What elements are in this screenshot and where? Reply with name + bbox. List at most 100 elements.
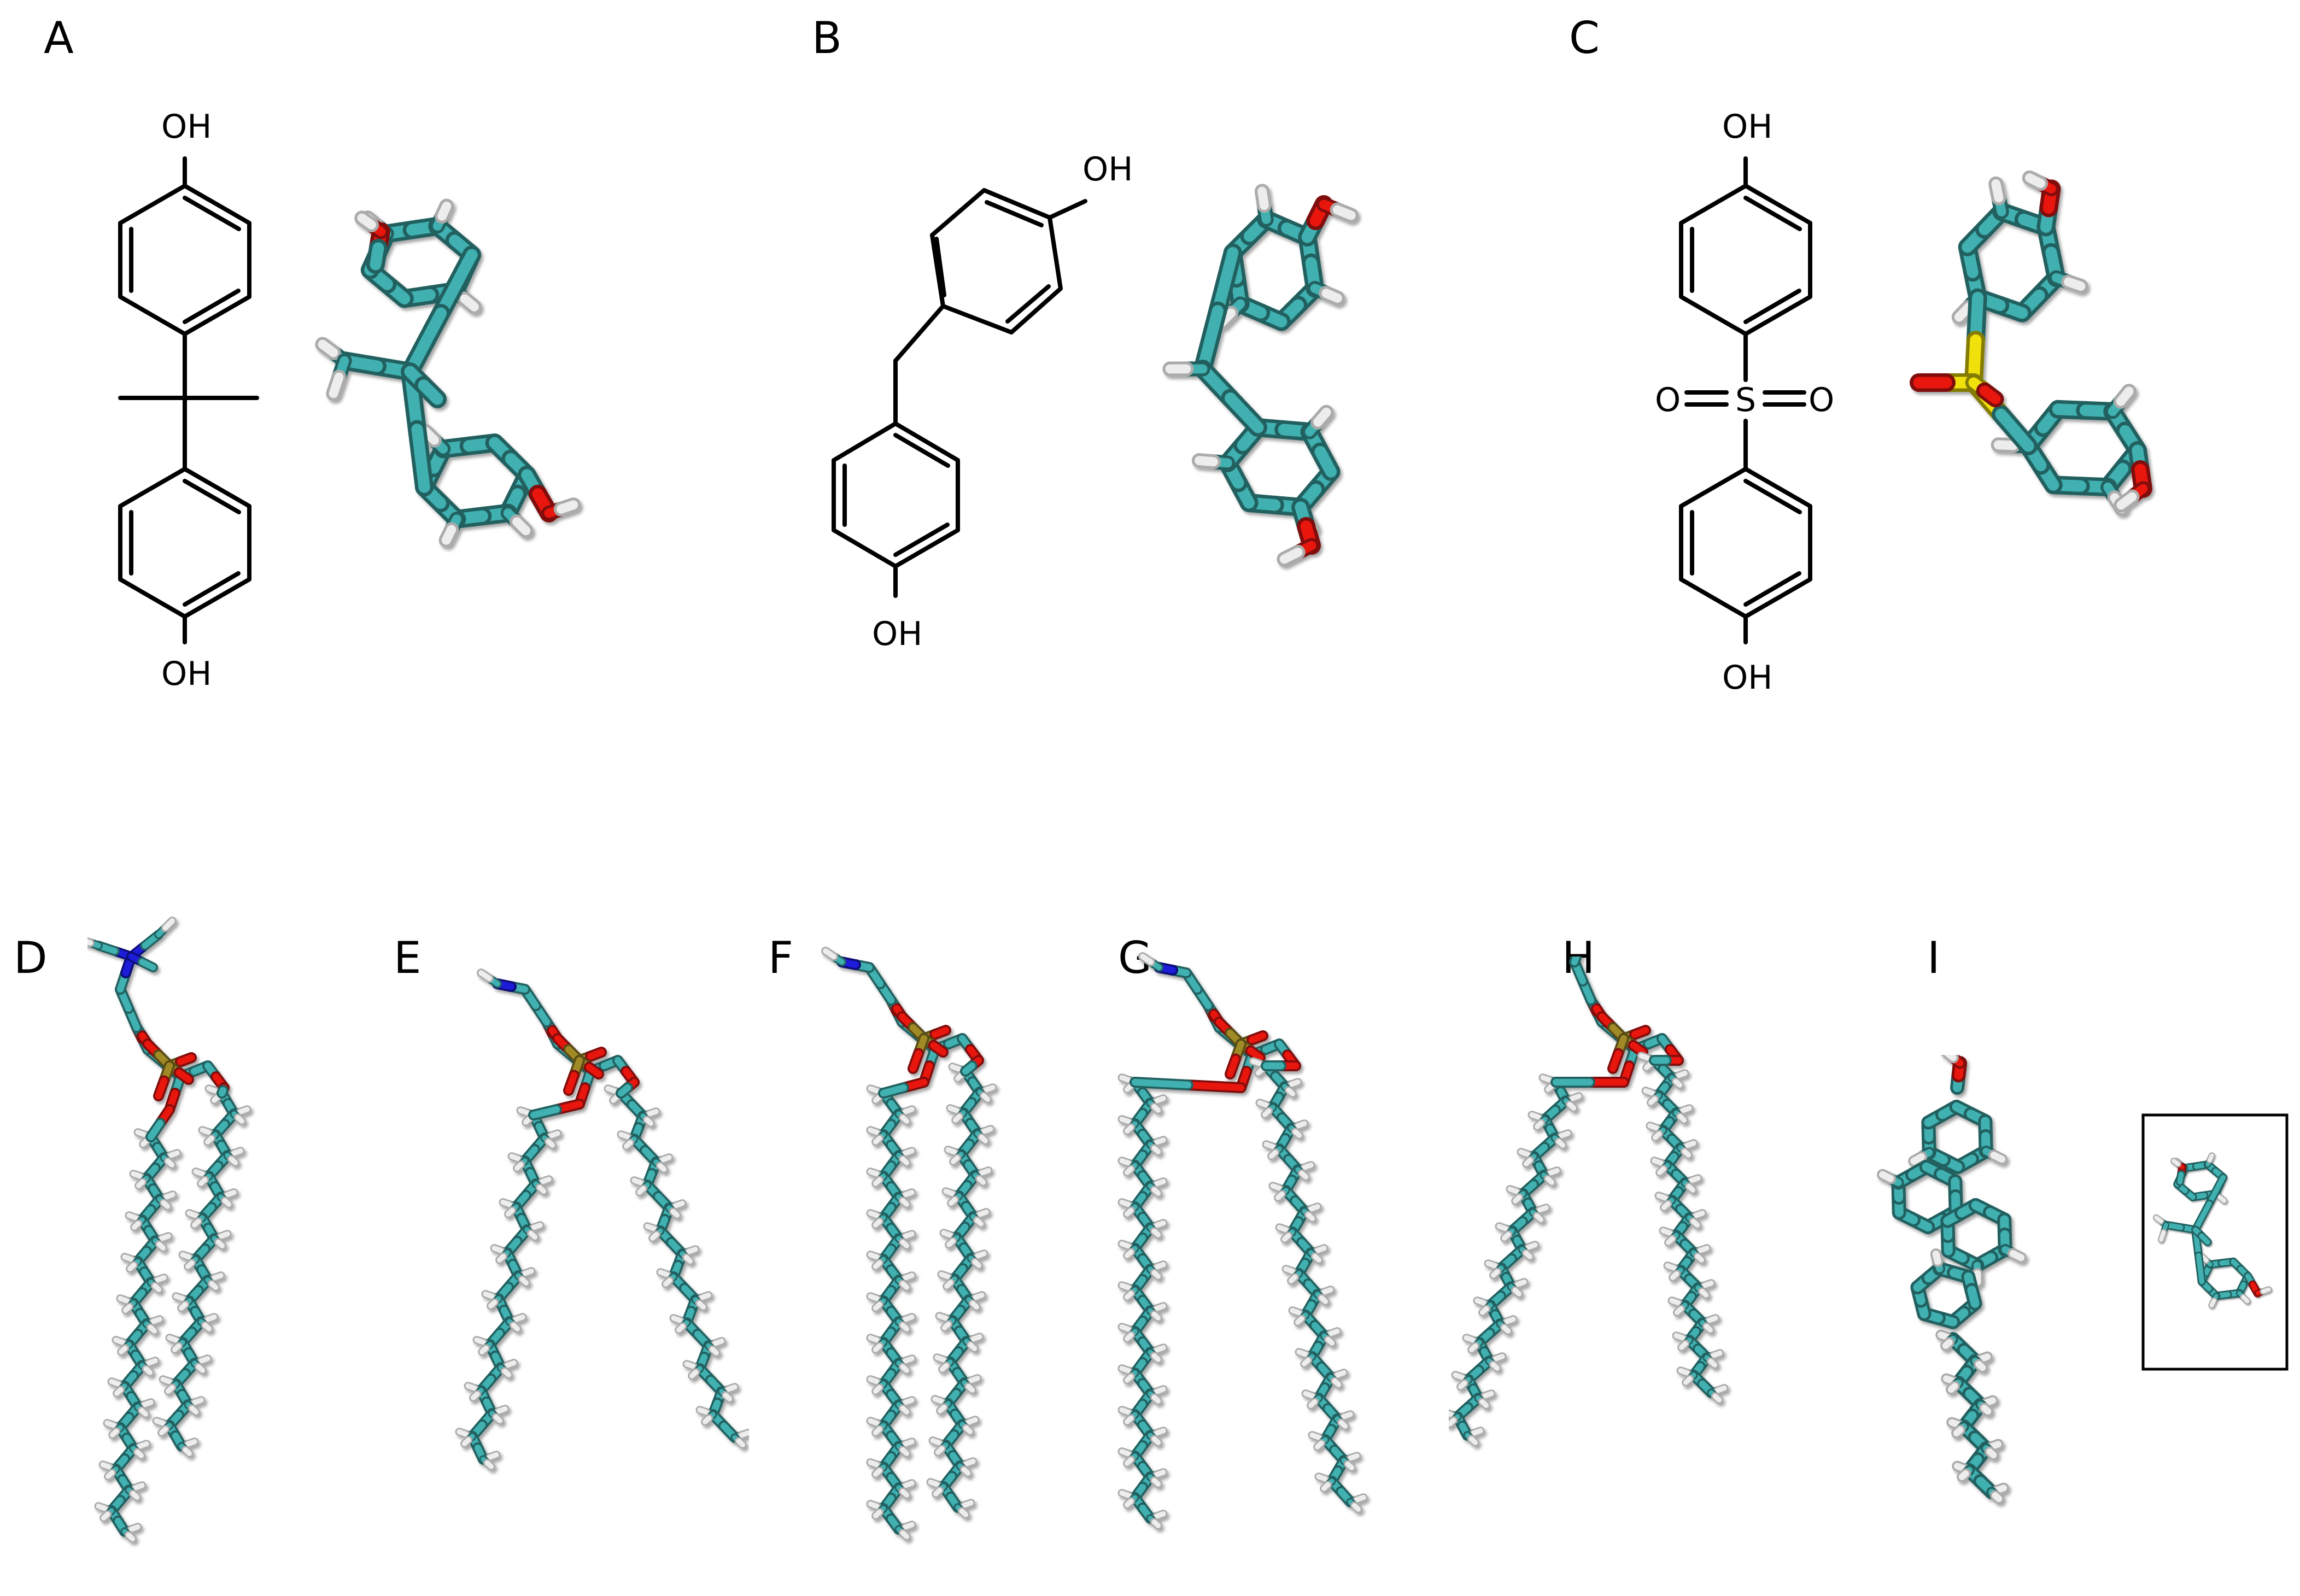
hydrogen-bond [1540, 1075, 1552, 1083]
hydrogen-bond [644, 1117, 654, 1126]
hydrogen-bond [1953, 1463, 1967, 1472]
hydrogen-bond [1309, 1432, 1321, 1440]
stick-model-group [455, 969, 749, 1471]
hydrogen-bond [1332, 205, 1356, 220]
hydrogen-bond [1301, 1357, 1311, 1366]
hydrogen-bond [1296, 1349, 1308, 1357]
hydrogen-bond [984, 1084, 996, 1093]
hydrogen-bond [1314, 1440, 1324, 1450]
stick-model-group [1449, 894, 1729, 1447]
hydrogen-bond [159, 1233, 171, 1241]
hydrogen-bond [1154, 1137, 1166, 1145]
carbon-bond-shade [1596, 935, 1607, 940]
hydrogen-bond [964, 1458, 976, 1466]
hydrogen-bond [970, 1300, 980, 1310]
hydrogen-bond [1620, 894, 1627, 901]
hydrogen-bond [1151, 1519, 1161, 1528]
hydrogen-bond [903, 1397, 915, 1405]
hydrogen-bond [933, 1487, 943, 1497]
hydrogen-bond [2208, 1153, 2214, 1163]
hydrogen-bond [1496, 1223, 1508, 1231]
hydrogen-bond [636, 1186, 646, 1195]
hydrogen-bond [873, 1468, 882, 1477]
hydrogen-bond [873, 1384, 882, 1394]
hydrogen-bond [868, 1085, 880, 1094]
hydrogen-bond [1715, 1385, 1727, 1393]
hydrogen-bond [235, 1114, 245, 1124]
hydrogen-bond [1257, 1100, 1269, 1108]
hydrogen-bond [944, 1280, 953, 1289]
hydrogen-bond [610, 1094, 620, 1103]
hydrogen-bond [135, 1129, 147, 1137]
hydrogen-bond [1124, 1083, 1134, 1092]
lipid-model-g [1117, 952, 1368, 1530]
molecule-model-b [1162, 184, 1359, 567]
hydrogen-bond [868, 1169, 880, 1177]
hydrogen-bond [159, 1426, 168, 1435]
hydrogen-bond [1673, 1333, 1686, 1341]
hydrogen-bond [868, 1335, 880, 1343]
hydroxyl-label-c-top: OH [1722, 108, 1772, 146]
hydrogen-bond [1526, 1242, 1538, 1250]
hydrogen-bond [1154, 1303, 1166, 1311]
hydrogen-bond [136, 1179, 145, 1188]
carbon-bond [1224, 392, 1264, 433]
hydrogen-bond [1255, 1066, 1265, 1076]
hydrogen-bond [676, 1323, 686, 1333]
hydrogen-bond [903, 1106, 915, 1114]
hydrogen-bond [1468, 1436, 1478, 1445]
hydrogen-bond [1674, 1306, 1684, 1315]
hydrogen-bond [1302, 1162, 1314, 1170]
hydrogen-bond [1328, 1328, 1340, 1336]
hydrogen-bond [1704, 1323, 1713, 1333]
hydrogen-bond [137, 1441, 149, 1449]
carbon-bond [530, 1106, 560, 1119]
hydrogen-bond [903, 1356, 915, 1364]
hydrogen-bond [963, 1425, 973, 1434]
hydrogen-bond [873, 1218, 882, 1228]
hydrogen-bond [204, 1135, 214, 1145]
hydrogen-bond [1536, 913, 1544, 916]
hydrogen-bond [1332, 1378, 1342, 1387]
hydrogen-bond [981, 1126, 993, 1134]
oxygen-bond [909, 1050, 922, 1072]
hydrogen-bond [1151, 1311, 1161, 1321]
hydrogen-bond [959, 1508, 969, 1517]
panel-label-c: C [1569, 13, 1600, 63]
hydrogen-bond [1534, 1120, 1544, 1129]
oxygen-bond [175, 1069, 192, 1083]
hydrogen-bond [1119, 1365, 1131, 1374]
hydrogen-bond [1154, 1220, 1166, 1228]
hydrogen-bond [1449, 1417, 1456, 1427]
hydrogen-bond [937, 1313, 949, 1321]
hydrogen-bond [930, 1437, 942, 1446]
hydrogen-bond [1119, 1282, 1131, 1290]
hydrogen-bond [1295, 1120, 1307, 1129]
inset-molecule-model [2152, 1152, 2272, 1309]
oxygen-bond [587, 1048, 605, 1060]
hydrogen-bond [1570, 1093, 1582, 1101]
hydrogen-bond [873, 1301, 882, 1311]
hydrogen-bond [523, 1116, 532, 1125]
hydrogen-bond [437, 201, 452, 221]
hydrogen-bond [2159, 1230, 2166, 1242]
carbon-bond [2207, 1175, 2226, 1206]
hydrogen-bond [1281, 1233, 1291, 1242]
hydrogen-bond [1321, 1482, 1331, 1491]
hydrogen-bond [189, 1405, 199, 1415]
hydrogen-bond [2009, 1250, 2025, 1261]
hydrogen-bond [461, 1437, 471, 1446]
carbon-bond [404, 307, 447, 378]
hydrogen-bond [1529, 1112, 1541, 1120]
hydrogen-bond [2116, 386, 2134, 406]
oxygen-bond [1979, 385, 2001, 404]
hydrogen-bond [2024, 173, 2045, 188]
hydrogen-bond [1468, 1343, 1478, 1352]
hydrogen-bond [1975, 1361, 1986, 1371]
hydrogen-bond [1277, 1224, 1289, 1233]
hydrogen-bond [623, 1140, 633, 1149]
hydrogen-bond [1313, 407, 1331, 427]
hydrogen-bond [1335, 1370, 1347, 1378]
hydrogen-bond [937, 1404, 947, 1413]
stick-model-group [1117, 952, 1368, 1530]
